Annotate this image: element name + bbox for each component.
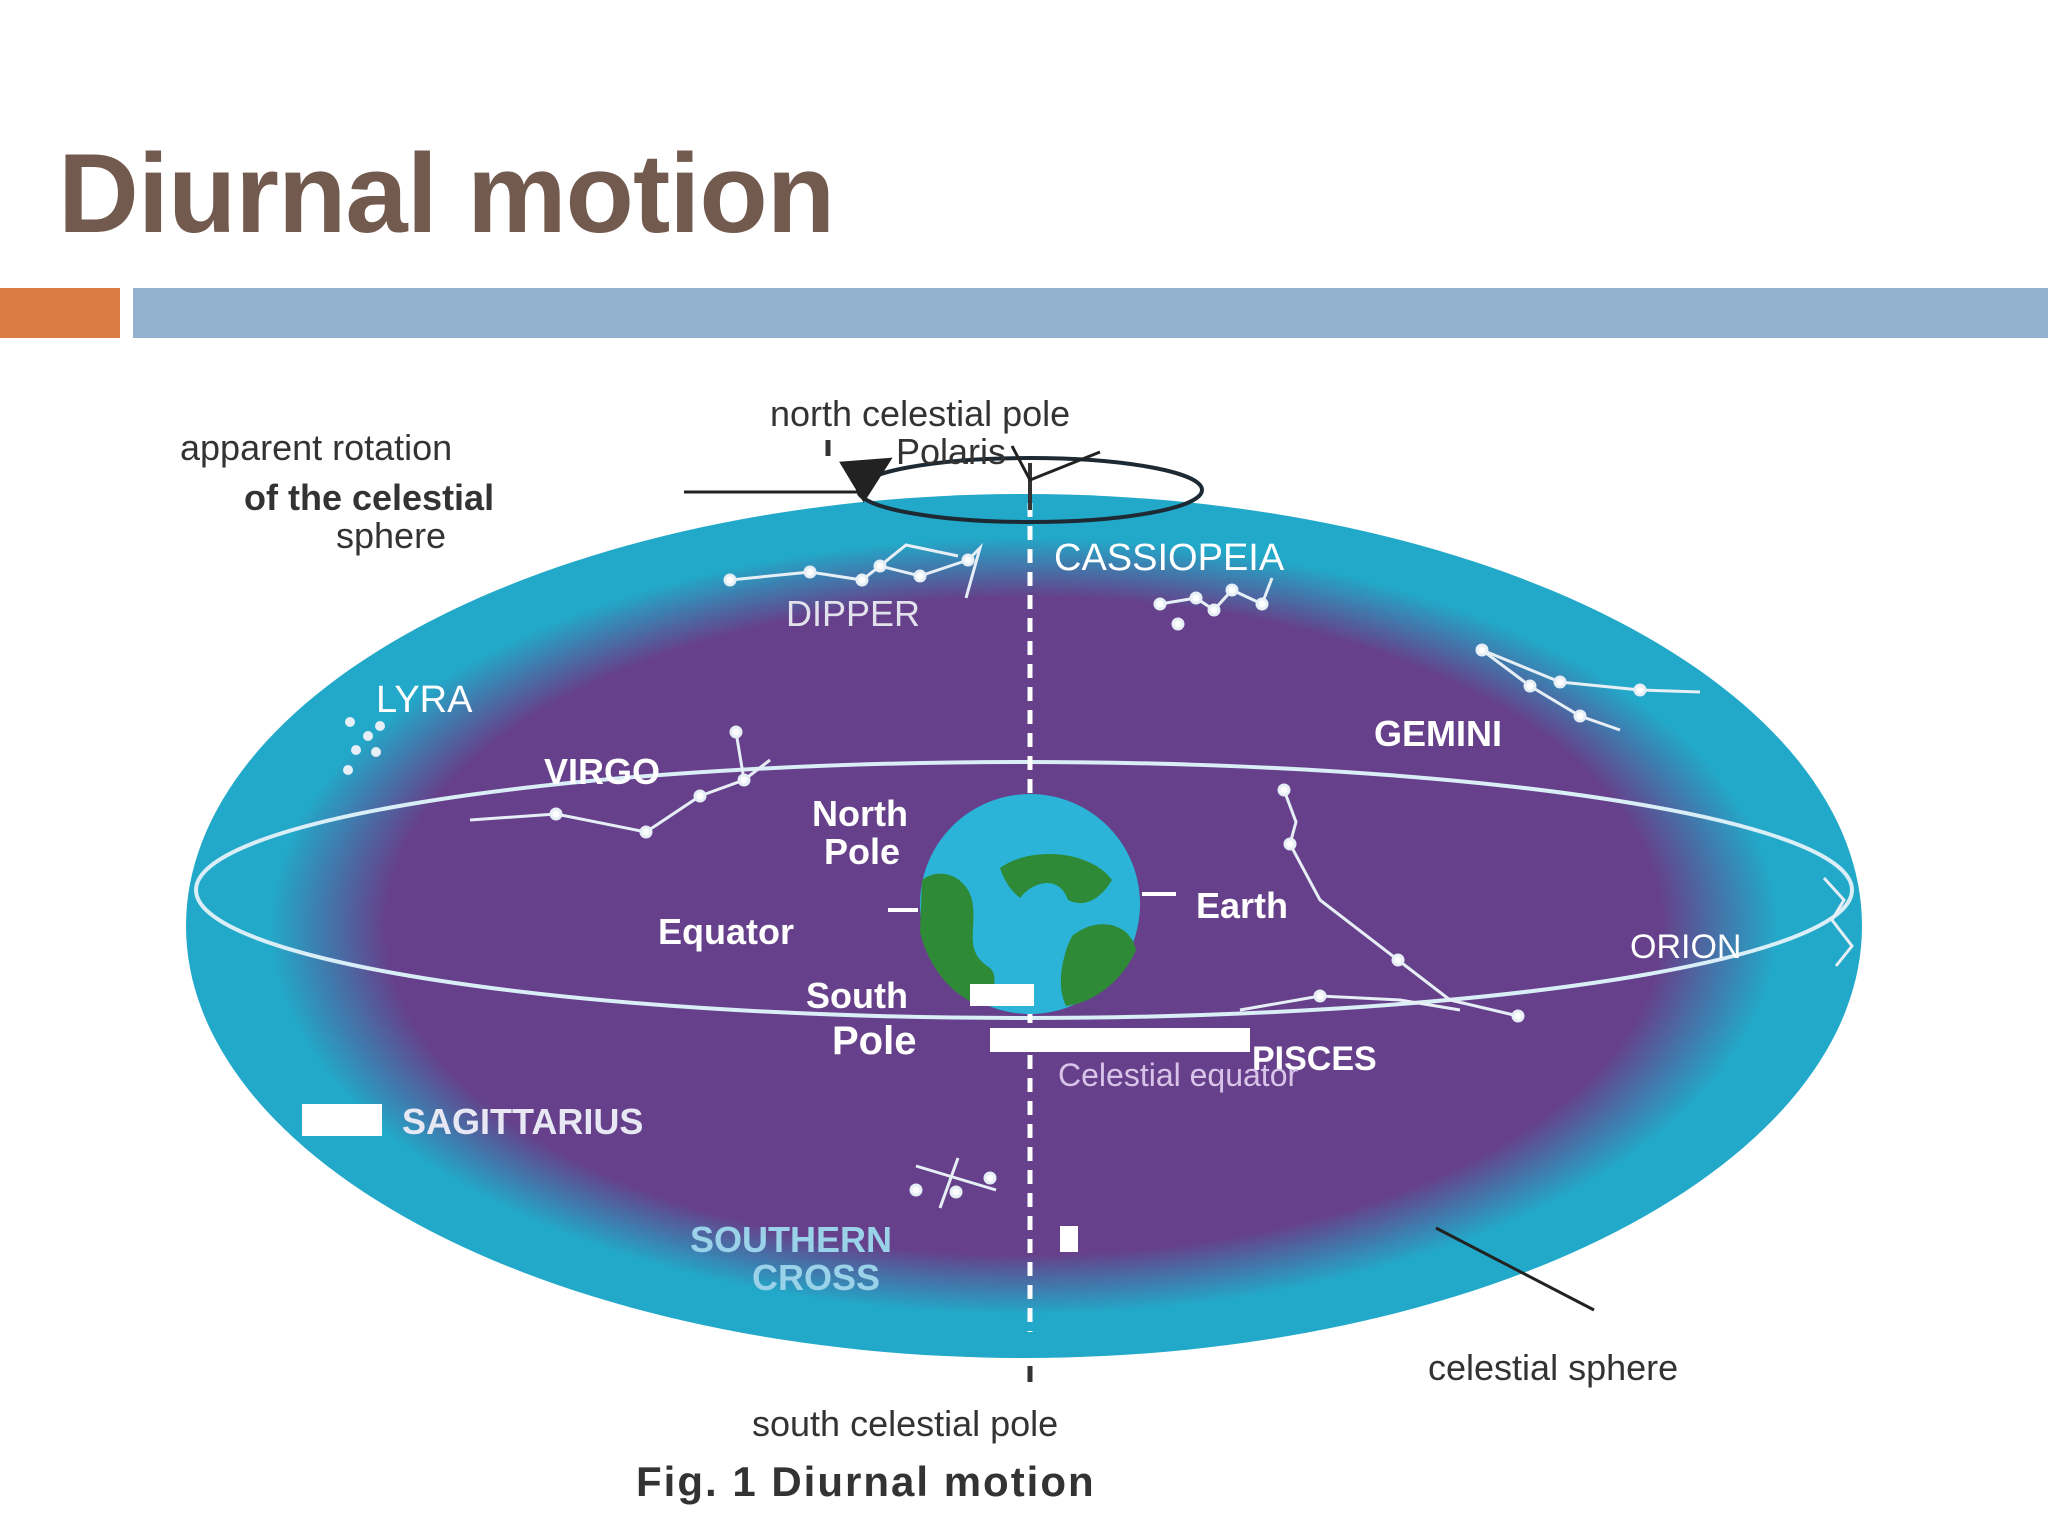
earth-landmass-north	[1000, 854, 1112, 904]
north-celestial-pole-label: north celestial pole	[770, 393, 1070, 434]
cassiopeia-constellation	[1153, 577, 1274, 631]
rotation-arrow	[839, 457, 893, 503]
cassiopeia-label: CASSIOPEIA	[1054, 537, 1285, 579]
sphere-label: sphere	[336, 515, 446, 556]
south-pole-label-line1: South	[806, 975, 908, 1016]
celestial-sphere-diagram: north celestial pole Polaris apparent ro…	[180, 393, 1862, 1505]
gemini-constellation	[1475, 643, 1701, 732]
celestial-equator-label: Celestial equator	[1058, 1057, 1298, 1093]
celestial-sphere-label: celestial sphere	[1428, 1347, 1678, 1388]
earth-landmass-east	[1060, 924, 1136, 1006]
polaris-pointer	[1010, 445, 1101, 482]
orion-label: ORION	[1630, 928, 1741, 966]
earth-landmass-west	[920, 873, 995, 1006]
polaris-label: Polaris	[896, 431, 1006, 472]
pisces-constellation	[1239, 783, 1525, 1023]
dipper-label: DIPPER	[786, 593, 920, 634]
south-celestial-pole-label: south celestial pole	[752, 1403, 1058, 1444]
north-pole-label-line1: North	[812, 793, 908, 834]
southern-cross-constellation	[909, 1157, 997, 1209]
title-accent-bar	[0, 288, 120, 338]
virgo-label: VIRGO	[544, 751, 660, 792]
lyra-label: LYRA	[376, 679, 473, 721]
slide-title: Diurnal motion	[58, 131, 835, 256]
title-underline-bar	[133, 288, 2048, 338]
equator-label: Equator	[658, 911, 794, 952]
label-patch-pole	[990, 1028, 1250, 1052]
dipper-constellation	[723, 542, 983, 599]
label-patch-southern	[1060, 1226, 1078, 1252]
pisces-label: PISCES	[1252, 1040, 1377, 1078]
lyra-constellation	[343, 717, 385, 775]
orion-constellation	[1822, 876, 1854, 967]
south-pole-label-line2: Pole	[832, 1019, 916, 1063]
celestial-equator-ring	[194, 760, 1854, 1020]
virgo-constellation	[469, 725, 771, 839]
celestial-sphere-pointer	[1435, 1226, 1595, 1312]
earth-label: Earth	[1196, 885, 1288, 926]
apparent-rotation-label: apparent rotation	[180, 427, 452, 468]
southern-cross-label-line1: SOUTHERN	[690, 1219, 892, 1260]
label-patch-sagittarius	[302, 1104, 382, 1136]
of-the-celestial-label: of the celestial	[244, 477, 494, 518]
label-patch-south	[970, 984, 1034, 1006]
figure-caption: Fig. 1 Diurnal motion	[636, 1458, 1096, 1505]
gemini-label: GEMINI	[1374, 713, 1502, 754]
southern-cross-label-line2: CROSS	[752, 1257, 880, 1298]
north-pole-label-line2: Pole	[824, 831, 900, 872]
sagittarius-label: SAGITTARIUS	[402, 1101, 643, 1142]
earth-globe	[920, 794, 1140, 1014]
